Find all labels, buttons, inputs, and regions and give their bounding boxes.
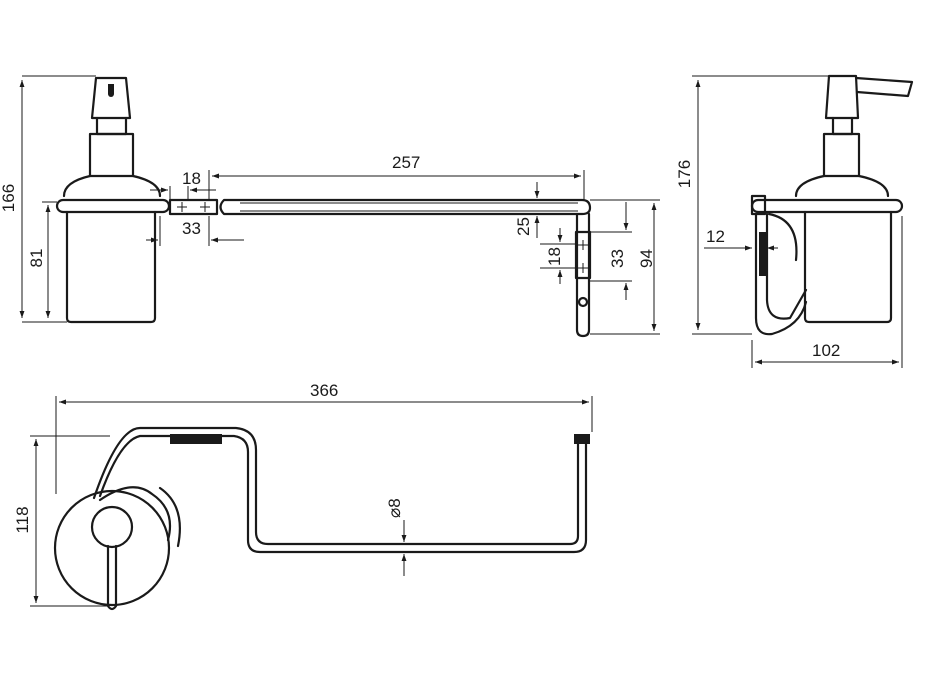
dim-166: 166 — [0, 184, 18, 212]
dim-257: 257 — [392, 153, 420, 172]
dim-25: 25 — [514, 217, 533, 236]
arm-bracket — [574, 230, 592, 280]
dim-176: 176 — [675, 160, 694, 188]
top-end-cap — [574, 434, 590, 444]
dim-18-arm: 18 — [545, 247, 564, 266]
side-view: 176 12 102 — [675, 74, 914, 368]
dispenser-cap — [62, 174, 162, 198]
dim-102: 102 — [812, 341, 840, 360]
side-wall-plate — [750, 194, 767, 216]
pump-stem — [95, 116, 128, 136]
side-cap — [794, 174, 890, 198]
bracket-screw-icon — [177, 202, 210, 212]
wall-bracket — [168, 198, 219, 216]
glass-container — [65, 210, 157, 324]
top-rosette-outer — [53, 489, 171, 607]
front-view: 166 81 18 257 33 25 18 — [0, 75, 660, 338]
top-rosette-inner — [90, 505, 134, 549]
dim-diameter-8: ⌀8 — [385, 498, 404, 518]
dim-33-arm: 33 — [608, 249, 627, 268]
dim-81: 81 — [27, 249, 46, 268]
dim-94: 94 — [637, 249, 656, 268]
side-arm — [754, 212, 808, 336]
arm-screw-icon — [578, 240, 588, 273]
top-curl — [98, 486, 181, 548]
dim-118: 118 — [13, 506, 32, 533]
top-spindle — [106, 544, 118, 611]
pump-head — [90, 76, 132, 120]
towel-bar — [219, 198, 592, 216]
side-pump-head — [824, 74, 860, 120]
holder-ring — [55, 198, 171, 214]
side-holder-ring — [750, 198, 904, 214]
dim-33-bracket: 33 — [182, 219, 201, 238]
vertical-arm — [575, 212, 591, 338]
pump-neck — [88, 132, 135, 178]
side-arm-bracket — [759, 232, 767, 276]
dim-366: 366 — [310, 381, 338, 400]
top-bracket — [170, 434, 222, 444]
dim-18-bracket: 18 — [182, 169, 201, 188]
side-container — [803, 210, 893, 324]
dim-12: 12 — [706, 227, 725, 246]
top-view: 366 118 ⌀8 — [13, 381, 593, 611]
pump-nozzle-icon — [108, 84, 114, 97]
side-pump-spout — [854, 76, 914, 98]
side-pump-neck — [822, 132, 861, 178]
top-bar — [92, 426, 588, 554]
